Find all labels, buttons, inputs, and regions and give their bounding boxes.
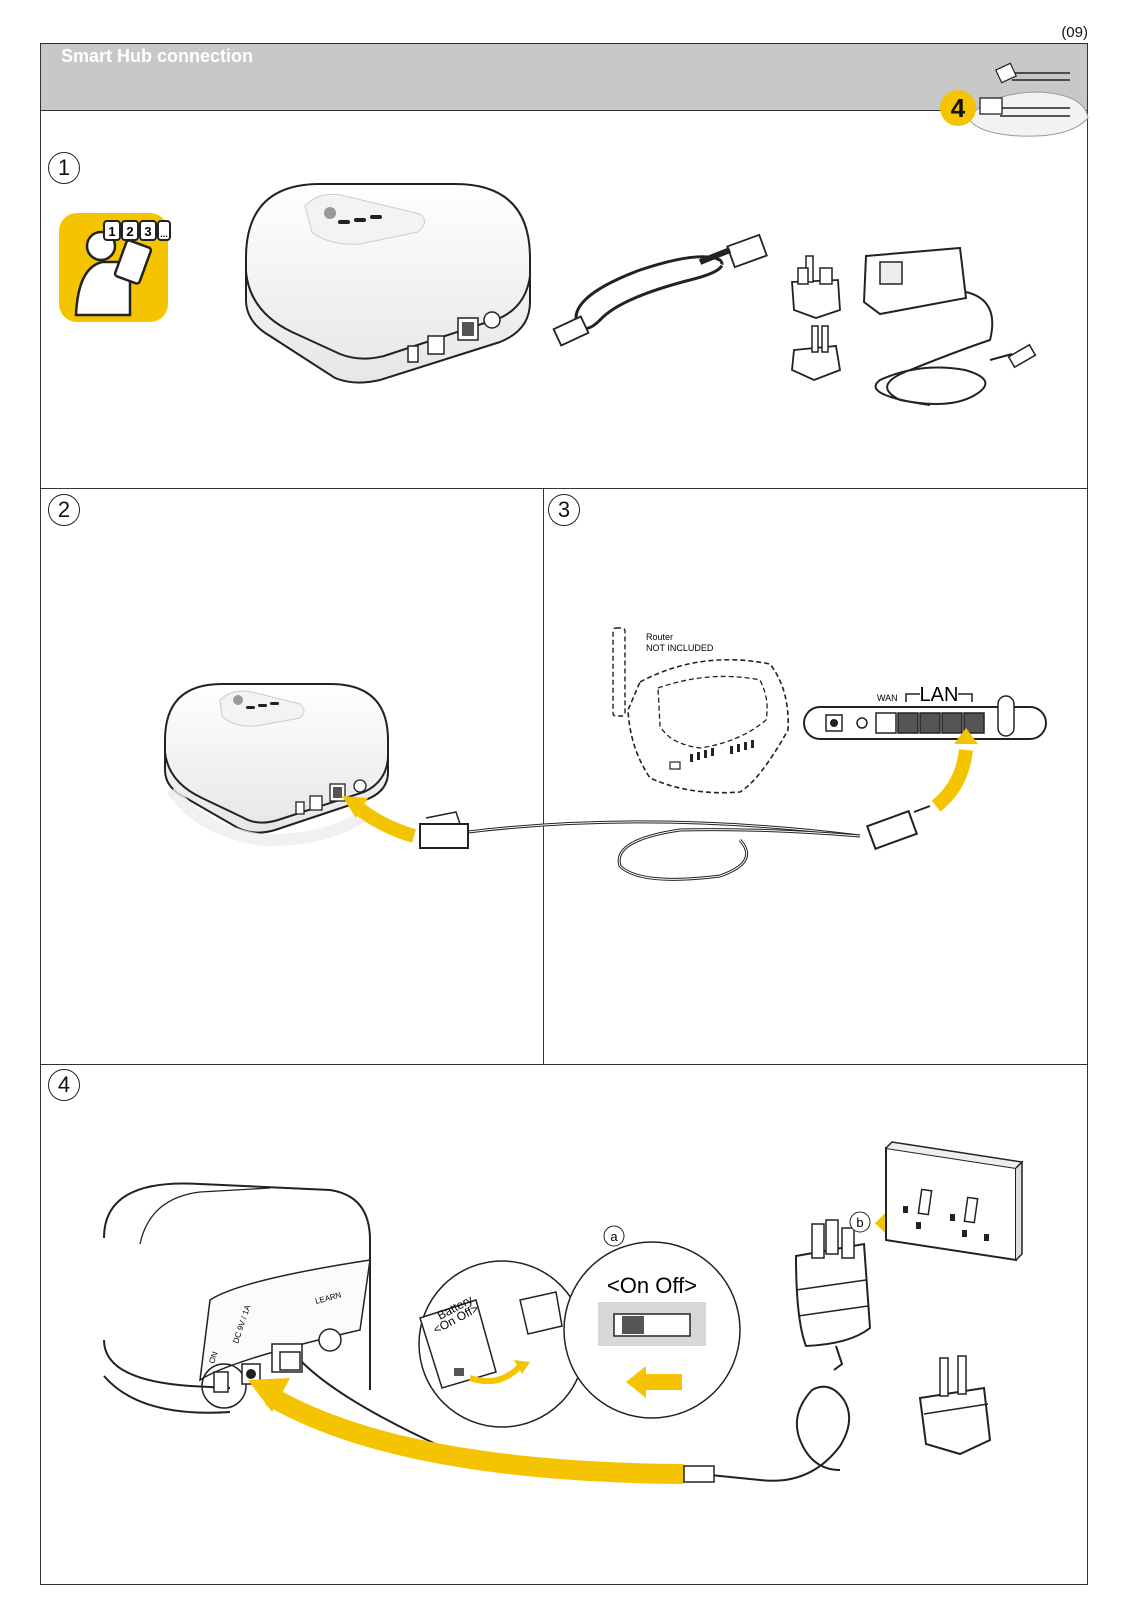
divider-after-step-3 [40,1064,1088,1065]
svg-text:2: 2 [126,224,133,239]
wall-socket-icon [885,1141,1024,1262]
wan-label: WAN [877,693,898,703]
step-1-badge: 1 [48,152,80,184]
header-step-number: 4 [951,93,966,123]
switch-label: <On Off> [607,1273,697,1298]
sub-step-a: a [610,1229,618,1244]
step-2-badge: 2 [48,494,80,526]
manual-instructions-icon: 1 2 3 ... [59,213,171,322]
svg-text:...: ... [160,229,168,239]
router-label: Router [646,632,673,642]
eu-plug-adapter-step-4 [918,1355,992,1456]
power-adapter-plugged: b [683,1211,872,1483]
divider-after-step-1 [40,488,1088,489]
smart-hub-step-2 [164,683,389,847]
smart-hub-step-1 [245,183,531,384]
section-title: Smart Hub connection [61,46,254,66]
step-3-badge: 3 [548,494,580,526]
uk-plug-adapter-icon [791,255,841,319]
step-4-badge: 4 [48,1069,80,1101]
header-band [40,43,1088,111]
on-label: ON [207,1350,219,1364]
lan-label: LAN [920,684,959,706]
battery-switch-icon: <On Off> a [563,1225,741,1419]
router-not-included-label: NOT INCLUDED [646,643,714,653]
power-adapter-icon [862,246,1037,406]
router-icon: Router NOT INCLUDED [612,627,789,794]
page-number: (09) [1061,24,1088,41]
svg-text:3: 3 [144,224,151,239]
router-back-panel: WAN LAN [803,684,1047,740]
header-step-callout: 4 [940,62,1089,137]
smart-hub-closeup: LEARN DC 9V / 1A ON [103,1182,441,1447]
svg-text:1: 1 [108,224,115,239]
arrow-icon [342,796,417,843]
divider-step-2-3 [543,489,544,1064]
power-cable-arrow [248,1378,685,1484]
ethernet-cable-icon [552,233,768,347]
ethernet-cable-connection [419,805,931,881]
eu-plug-adapter-icon [791,325,842,381]
sub-step-b: b [856,1215,863,1230]
battery-switch-detail: Battery <On Off> [418,1260,586,1428]
router-arrow-icon [931,728,978,812]
